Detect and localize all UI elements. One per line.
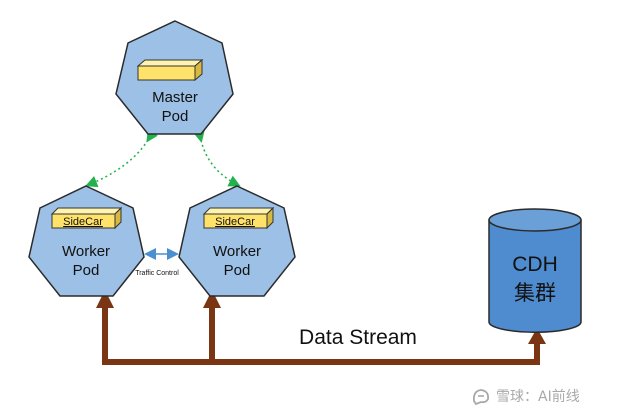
pipe-arrowhead-left xyxy=(96,290,114,308)
pipe-arrowhead-cdh xyxy=(528,328,546,344)
master-left-worker-arrow xyxy=(85,129,158,188)
worker-left-label-line2: Pod xyxy=(73,262,100,279)
sidecar-label-right: SideCar xyxy=(215,216,255,228)
worker-left-shape xyxy=(28,185,145,297)
master-worker-links xyxy=(85,129,241,188)
worker-right-shape xyxy=(178,185,296,297)
watermark: 雪球：AI前线 xyxy=(470,384,620,408)
master-right-worker-arrow xyxy=(193,129,241,187)
worker-left-label-line1: Worker xyxy=(62,243,110,260)
worker-right-label-line2: Pod xyxy=(224,262,251,279)
worker-pod-right: SideCar Worker Pod xyxy=(178,185,296,297)
cdh-cylinder-body xyxy=(488,219,582,333)
master-box-icon xyxy=(136,58,204,82)
master-pod-label-line1: Master xyxy=(152,89,198,106)
traffic-control-link: Traffic Control xyxy=(135,248,179,277)
data-stream-label: Data Stream xyxy=(299,326,417,349)
cdh-cluster: CDH 集群 xyxy=(488,208,582,333)
sidecar-box-left: SideCar xyxy=(50,206,123,230)
cdh-label-line2: 集群 xyxy=(514,281,556,305)
data-stream-pipes xyxy=(96,290,546,365)
sidecar-label-left: SideCar xyxy=(63,216,103,228)
watermark-text: 雪球：AI前线 xyxy=(496,389,580,405)
sidecar-box-right: SideCar xyxy=(202,206,275,230)
traffic-control-label: Traffic Control xyxy=(135,270,179,277)
snowball-logo-icon xyxy=(472,389,490,405)
pipe-arrowhead-right xyxy=(203,290,221,308)
cdh-label-line1: CDH xyxy=(512,253,558,276)
worker-right-label-line1: Worker xyxy=(213,243,261,260)
cdh-cylinder-top xyxy=(488,208,582,232)
master-pod: Master Pod xyxy=(115,20,234,135)
master-pod-label-line2: Pod xyxy=(162,108,189,125)
worker-pod-left: SideCar Worker Pod xyxy=(28,185,145,297)
